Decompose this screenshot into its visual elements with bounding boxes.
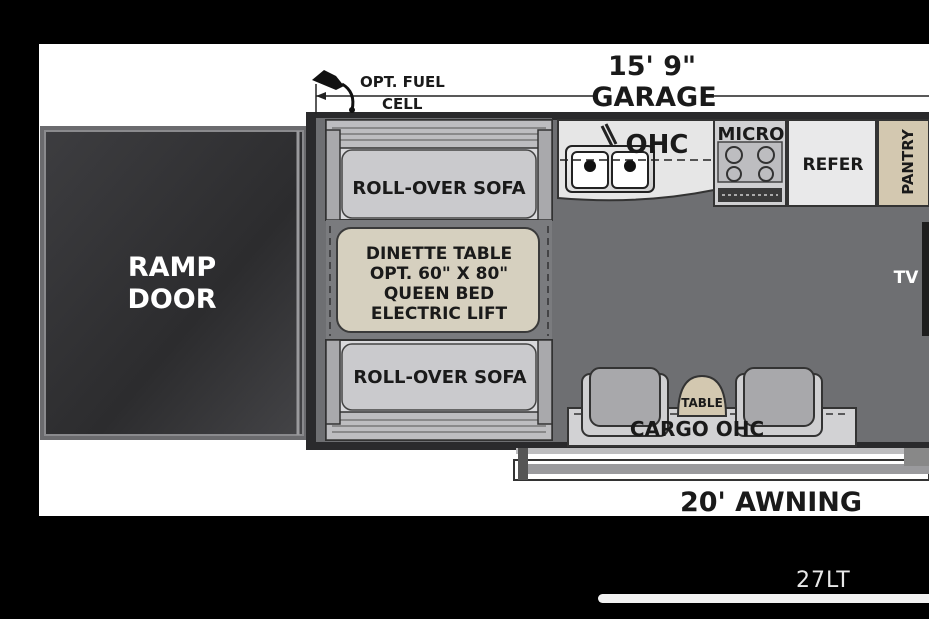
cargo-area: TABLE CARGO OHC: [567, 367, 857, 447]
tv-label: TV: [894, 268, 920, 288]
opt-fuel-cell: OPT. FUEL CELL: [312, 70, 445, 113]
garage-dimension: 15' 9" GARAGE: [315, 51, 929, 114]
opt-fuel-label-2: CELL: [382, 95, 423, 113]
chair-right: [735, 367, 823, 437]
cargo-ohc-label: CARGO OHC: [630, 417, 764, 441]
kitchen-counter: [557, 119, 715, 202]
opt-fuel-label-1: OPT. FUEL: [360, 73, 445, 91]
model-caption: 27LT: [796, 568, 851, 593]
roll-over-sofa-top: ROLL-OVER SOFA: [325, 119, 553, 221]
fuel-pump-icon: [312, 70, 355, 113]
refer-label: REFER: [802, 155, 863, 175]
dinette-label-3: QUEEN BED: [384, 284, 494, 304]
awning: 20' AWNING: [513, 448, 929, 518]
sofa-bottom-label: ROLL-OVER SOFA: [353, 367, 526, 388]
ramp-door: RAMP DOOR: [40, 126, 308, 440]
garage-label: GARAGE: [591, 82, 716, 113]
dinette-label-2: OPT. 60" X 80": [370, 264, 508, 284]
dinette-table: DINETTE TABLE OPT. 60" X 80" QUEEN BED E…: [326, 220, 552, 340]
ramp-door-label-1: RAMP: [128, 252, 216, 283]
garage-length-label: 15' 9": [608, 51, 696, 82]
chair-left: [581, 367, 669, 437]
ohc-label: OHC: [626, 130, 689, 160]
pantry-label: PANTRY: [899, 128, 917, 195]
tv: TV: [894, 222, 929, 336]
pantry: PANTRY: [877, 119, 929, 207]
sofa-top-label: ROLL-OVER SOFA: [352, 178, 525, 199]
dinette-label-1: DINETTE TABLE: [366, 244, 512, 264]
dinette-label-4: ELECTRIC LIFT: [371, 304, 508, 324]
side-table: [676, 374, 728, 417]
faucet-icon: [600, 123, 618, 147]
awning-label: 20' AWNING: [680, 487, 862, 518]
micro-label: MICRO: [718, 124, 785, 145]
stove-micro: MICRO: [713, 119, 787, 207]
roll-over-sofa-bottom: ROLL-OVER SOFA: [325, 339, 553, 441]
table-label: TABLE: [681, 396, 723, 410]
scroll-indicator[interactable]: [598, 594, 929, 603]
refrigerator: REFER: [787, 119, 877, 207]
ramp-door-label-2: DOOR: [127, 284, 216, 315]
